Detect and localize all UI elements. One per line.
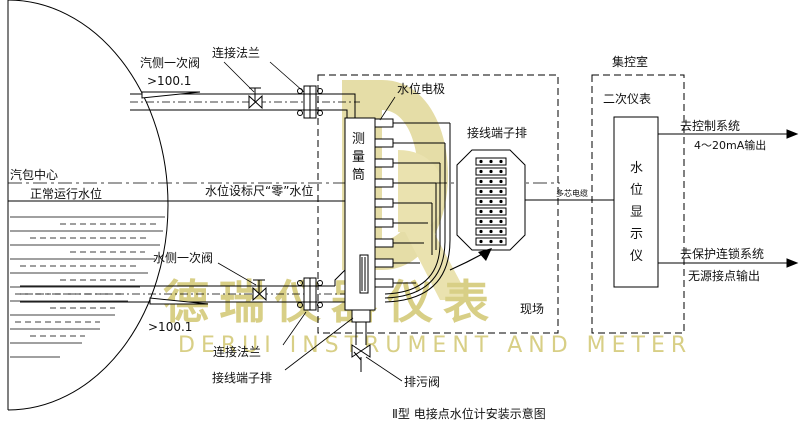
- terminal-bottom-leader: [284, 317, 354, 371]
- drain-leader: [365, 356, 403, 382]
- tube-char-3: 筒: [352, 167, 365, 183]
- terminal-bottom-label: 接线端子排: [212, 370, 272, 385]
- contact-output-label: 无源接点输出: [688, 268, 760, 283]
- flange-bottom-leader: [282, 311, 307, 346]
- level-display-unit: [613, 116, 659, 288]
- water-pipe: [20, 269, 361, 311]
- measuring-tube: [344, 117, 376, 311]
- electrode-label: 水位电极: [397, 81, 445, 96]
- water-hatch: [10, 216, 165, 358]
- drum-center-label: 汽包中心: [10, 167, 58, 182]
- drain-valve-label: 排污阀: [404, 375, 440, 389]
- tube-char-1: 测: [352, 132, 365, 147]
- watermark: 德瑞仪器仪表 DERUI INSTRUMENT AND METER: [163, 80, 692, 358]
- tube-char-2: 量: [352, 150, 365, 165]
- secondary-instrument-label: 二次仪表: [603, 92, 651, 106]
- water-valve-label: 水侧一次阀: [153, 251, 213, 265]
- electrode-leader: [379, 96, 396, 121]
- terminal-block: [456, 149, 526, 251]
- multi-cable-label: 多芯电缆: [556, 188, 588, 198]
- water-valve-leader: [217, 262, 257, 286]
- to-control-label: 去控制系统: [680, 119, 740, 133]
- field-boundary: [317, 74, 559, 334]
- to-protection-label: 去保护连锁系统: [680, 246, 764, 261]
- control-room-label: 集控室: [612, 54, 648, 69]
- field-label: 现场: [520, 302, 544, 316]
- wiring-arrow: [449, 248, 492, 271]
- zero-mark-label: 水位设标尺“零”水位: [205, 183, 313, 198]
- display-char-1: 水: [630, 161, 643, 176]
- normal-level-label: 正常运行水位: [30, 186, 102, 201]
- flange-top-label: 连接法兰: [212, 45, 260, 60]
- steam-valve-label: 汽侧一次阀: [140, 55, 200, 70]
- watermark-en: DERUI INSTRUMENT AND METER: [178, 333, 692, 358]
- drain-assembly: [351, 309, 371, 372]
- output-arrows: [658, 129, 799, 268]
- steam-drum: [7, 0, 169, 411]
- display-char-2: 位: [630, 183, 643, 198]
- display-char-3: 显: [630, 205, 643, 220]
- electrodes: [374, 118, 451, 303]
- steam-pressure-label: >100.1: [147, 74, 191, 88]
- display-char-4: 示: [630, 227, 643, 242]
- flange-bottom-label: 连接法兰: [213, 344, 261, 359]
- steam-pipe: [130, 85, 360, 119]
- terminal-block-label: 接线端子排: [467, 125, 527, 140]
- steam-valve-leader: [223, 61, 255, 93]
- display-char-5: 仪: [630, 249, 643, 264]
- figure-caption: Ⅱ型 电接点水位计安装示意图: [392, 406, 546, 421]
- control-room-boundary: [591, 74, 685, 334]
- current-output-label: 4～20mA输出: [694, 138, 766, 152]
- flange-top-leader: [269, 61, 305, 93]
- water-pressure-label: >100.1: [148, 320, 192, 334]
